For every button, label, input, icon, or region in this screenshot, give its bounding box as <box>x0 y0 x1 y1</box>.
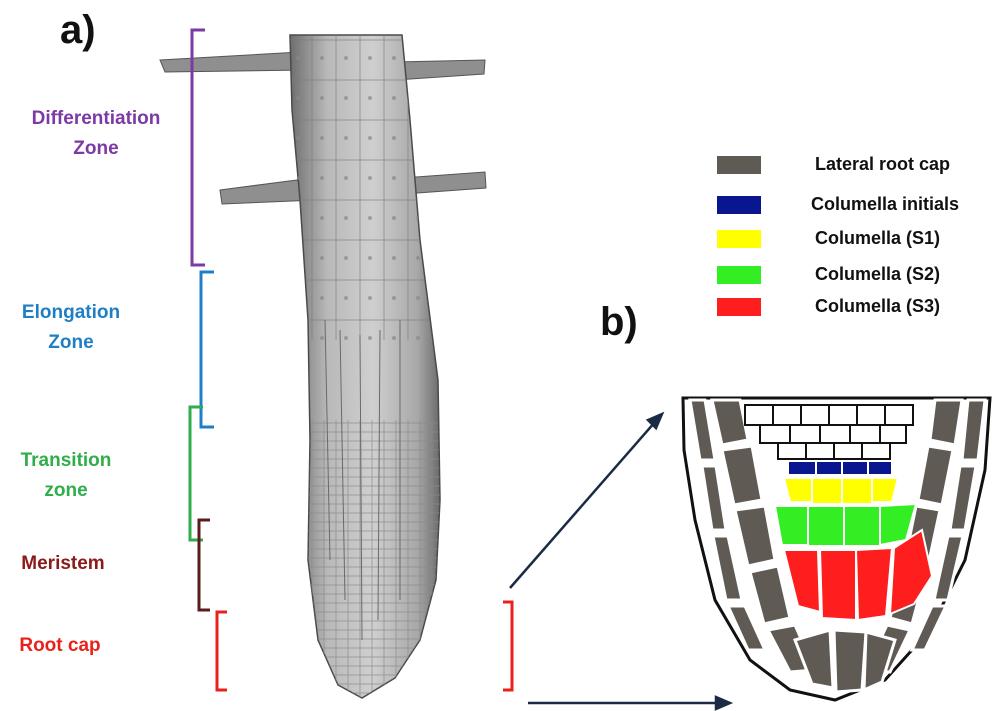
legend-label: Columella (S1) <box>815 228 940 249</box>
panel-label-b: b) <box>600 300 638 345</box>
legend-swatch-s1 <box>717 230 761 248</box>
legend-label: Columella (S2) <box>815 264 940 285</box>
legend-swatch-s3 <box>717 298 761 316</box>
legend-label: Lateral root cap <box>815 154 950 175</box>
panel-label-a: a) <box>60 8 96 53</box>
zone-label-elongation: Elongation Zone <box>10 298 132 358</box>
legend-swatch-lateral <box>717 156 761 174</box>
root-body <box>290 35 440 698</box>
zone-label-meristem: Meristem <box>8 549 118 579</box>
legend-label: Columella (S3) <box>815 296 940 317</box>
root-cap-detail <box>683 398 990 700</box>
legend-label: Columella initials <box>811 194 959 215</box>
legend-swatch-s2 <box>717 266 761 284</box>
zone-label-transition: Transition zone <box>8 446 124 506</box>
legend-swatch-initials <box>717 196 761 214</box>
zone-label-differentiation: Differentiation Zone <box>14 104 178 164</box>
zone-label-rootcap: Root cap <box>8 631 112 661</box>
